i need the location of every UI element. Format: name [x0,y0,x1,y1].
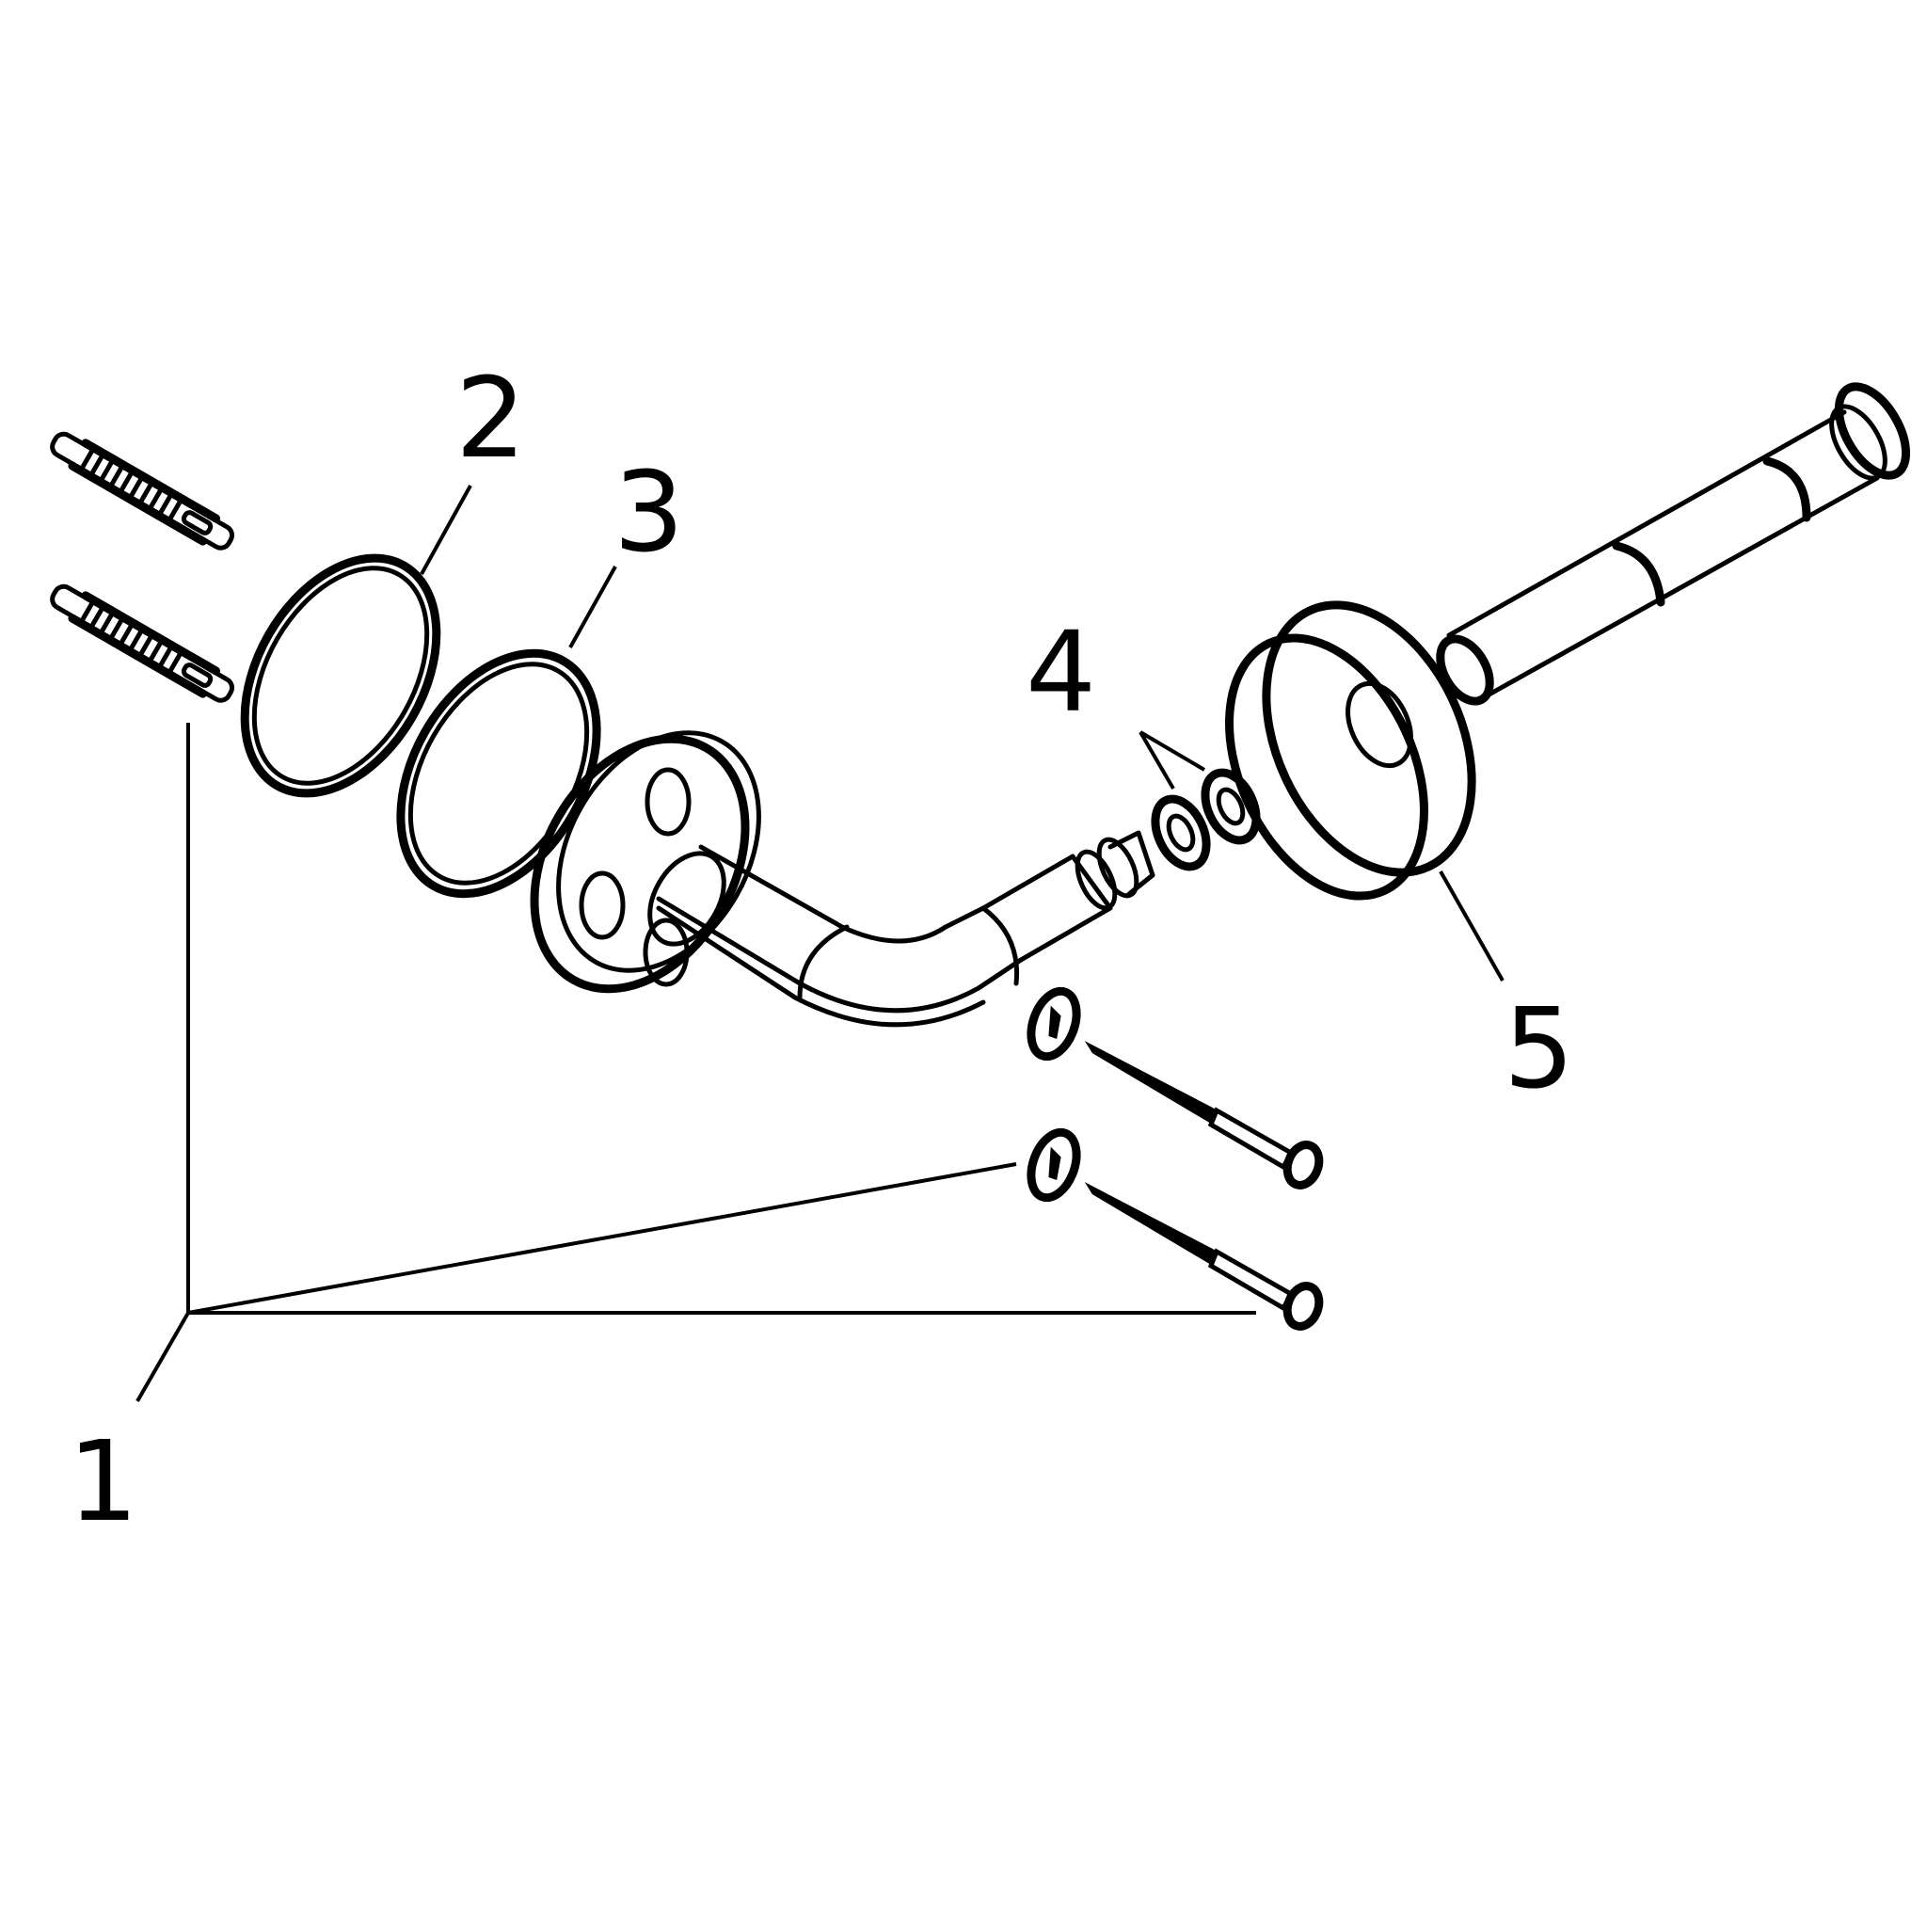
callout-leader-lines [135,485,1505,1402]
callout-label-5: 5 [1504,983,1575,1113]
callout-label-3: 3 [613,447,685,577]
callout-label-1: 1 [68,1416,139,1546]
cover-cap-icon [1027,986,1081,1062]
sealing-ring-large-icon [240,553,441,798]
wood-screw-icon [1084,1041,1324,1190]
bracket-arm-icon [530,730,1155,1028]
rosette-cover-icon [1225,600,1476,901]
wood-screw-icon [1084,1182,1324,1331]
cover-cap-icon [1027,1127,1081,1203]
washer-icon [1151,794,1211,871]
callout-label-2: 2 [455,353,527,483]
roll-spindle-icon [1436,382,1911,706]
wall-plug-icon [50,431,235,551]
callout-label-4: 4 [1026,607,1097,737]
washer-icon [1201,768,1261,845]
wall-plug-icon [50,583,235,703]
